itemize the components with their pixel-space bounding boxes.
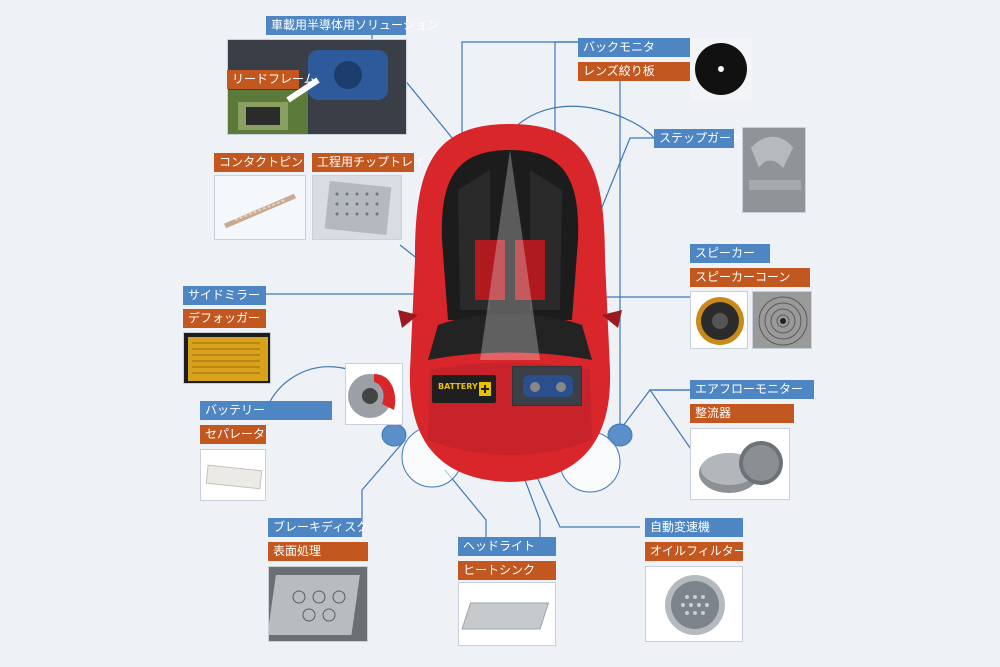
battery-badge-text: BATTERY <box>438 382 478 391</box>
label-surface-treatment: 表面処理 <box>268 542 368 561</box>
surface-treatment-photo <box>268 566 368 642</box>
label-heat-sink: ヒートシンク <box>458 561 556 580</box>
speaker-photo <box>690 291 748 349</box>
label-contact-pin: コンタクトピン <box>214 153 304 172</box>
heat-sink-photo <box>458 582 556 646</box>
label-transmission: 自動変速機 <box>645 518 743 537</box>
step-guard-photo <box>742 127 806 213</box>
defogger-photo <box>183 332 271 384</box>
engine-bay-inset <box>512 366 582 406</box>
brake-disc-photo <box>345 363 403 425</box>
label-lead-frame: リードフレーム <box>227 70 316 89</box>
contact-pin-photo <box>214 175 306 240</box>
battery-plus-icon <box>479 382 491 396</box>
label-speaker-cone: スピーカーコーン <box>690 268 810 287</box>
label-battery: バッテリー <box>200 401 332 420</box>
rectifier-photo <box>690 428 790 500</box>
label-rectifier: 整流器 <box>690 404 794 423</box>
label-airflow-monitor: エアフローモニター <box>690 380 814 399</box>
label-semiconductor: 車載用半導体用ソリューション <box>266 16 439 35</box>
label-lens-aperture: レンズ絞り板 <box>578 62 690 81</box>
label-step-guard: ステップガード <box>654 129 743 148</box>
oil-filter-photo <box>645 566 743 642</box>
label-headlight: ヘッドライト <box>458 537 556 556</box>
separator-photo <box>200 449 266 501</box>
label-chip-tray: 工程用チップトレイ <box>312 153 425 172</box>
label-speaker: スピーカー <box>690 244 770 263</box>
label-defogger: デフォッガー <box>183 309 266 328</box>
lens-aperture-photo <box>690 38 752 100</box>
chip-tray-photo <box>312 175 402 240</box>
battery-badge: BATTERY <box>432 375 496 403</box>
speaker-cone-photo <box>752 291 812 349</box>
label-separator: セパレータ <box>200 425 266 444</box>
label-side-mirror: サイドミラー <box>183 286 266 305</box>
label-oil-filter: オイルフィルター <box>645 542 746 561</box>
label-brake-disc: ブレーキディスク <box>268 518 368 537</box>
label-back-monitor: バックモニタ <box>578 38 690 57</box>
